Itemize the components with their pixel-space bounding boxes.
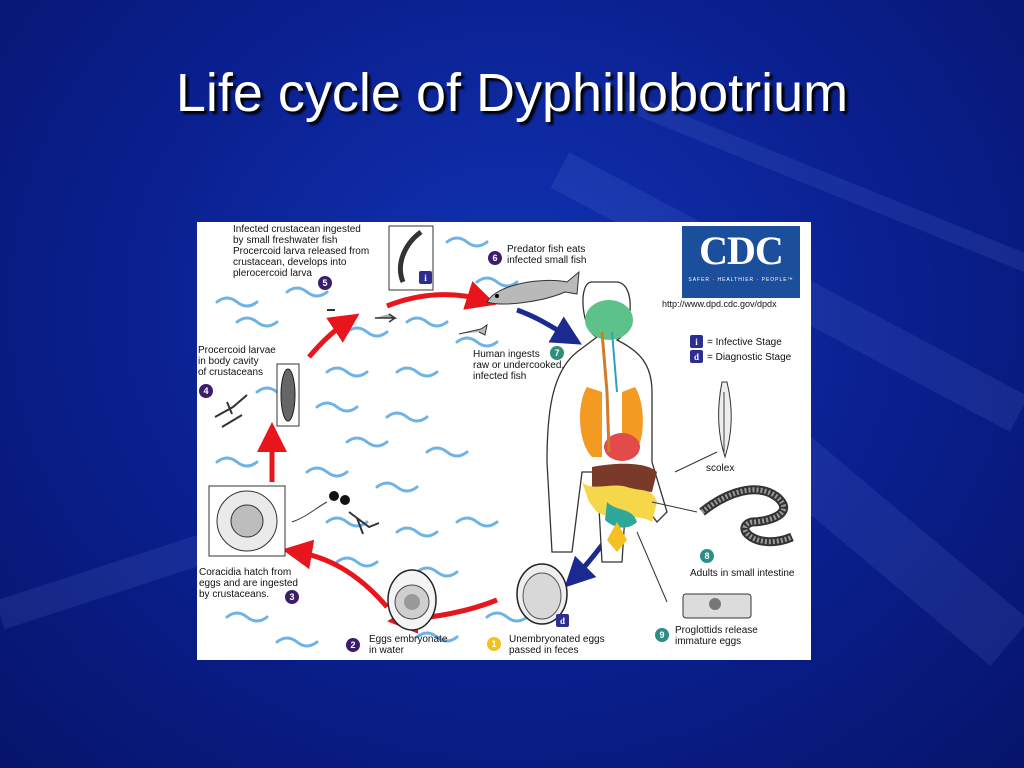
adult-worm — [699, 485, 794, 547]
coracidium-box — [208, 485, 286, 557]
arrow-2-to-3 — [282, 539, 389, 609]
procercoid-box — [276, 363, 300, 427]
stage-2-number: 2 — [346, 638, 360, 652]
slide-title: Life cycle of Dyphillobotrium — [175, 63, 849, 123]
stage-5-label: Infected crustacean ingested by small fr… — [233, 224, 370, 279]
pointer-line — [291, 501, 328, 523]
water-waves — [215, 236, 529, 648]
stage-7-label: Human ingests raw or undercooked, infect… — [473, 349, 565, 382]
stage-8-label: Adults in small intestine — [690, 568, 795, 579]
diagnostic-stage-icon: d — [690, 350, 703, 363]
stage-6-label: Predator fish eats infected small fish — [507, 244, 587, 266]
coracidium-dot — [329, 491, 339, 501]
proglottid-drawing — [682, 593, 752, 619]
stage-4-number: 4 — [199, 384, 213, 398]
stage-9-label: Proglottids release immature eggs — [675, 625, 758, 647]
stage-3-number: 3 — [285, 590, 299, 604]
unembryonated-egg — [516, 563, 568, 625]
source-url[interactable]: http://www.dpd.cdc.gov/dpdx — [662, 299, 777, 309]
proglottid-pointer — [636, 531, 668, 603]
predator-fish — [486, 270, 580, 305]
stage-7-number: 7 — [550, 346, 564, 360]
coracidium-dot — [340, 495, 350, 505]
legend-diagnostic: = Diagnostic Stage — [707, 352, 792, 363]
small-fish-6 — [458, 323, 488, 336]
stage-3-label: Coracidia hatch from eggs and are ingest… — [199, 567, 298, 600]
human-body — [546, 281, 668, 563]
stage-4-label: Procercoid larvae in body cavity of crus… — [198, 345, 276, 378]
legend-infective: = Infective Stage — [707, 337, 782, 348]
crustacean-copepod — [348, 511, 380, 535]
infective-stage-marker: i — [419, 271, 432, 284]
infective-stage-icon: i — [690, 335, 703, 348]
arrow-5-to-6 — [386, 281, 497, 310]
stage-5-number: 5 — [318, 276, 332, 290]
stage-8-number: 8 — [700, 549, 714, 563]
stage-1-number: 1 — [487, 637, 501, 651]
stage-1-label: Unembryonated eggs passed in feces — [509, 634, 605, 656]
stage-6-number: 6 — [488, 251, 502, 265]
life-cycle-diagram: CDC SAFER · HEALTHIER · PEOPLE™ http://w… — [197, 222, 811, 660]
scolex-drawing — [718, 381, 732, 459]
stage-9-number: 9 — [655, 628, 669, 642]
scolex-pointer — [674, 451, 718, 473]
small-fish-5 — [375, 313, 398, 323]
stage-2-label: Eggs embryonate in water — [369, 634, 448, 656]
cycle-arrows — [257, 281, 498, 634]
arrow-6-to-7 — [516, 307, 582, 345]
cdc-logo: CDC SAFER · HEALTHIER · PEOPLE™ — [682, 226, 800, 298]
diagram-graphics — [208, 225, 794, 648]
scolex-label: scolex — [706, 463, 735, 474]
diagnostic-stage-marker: d — [556, 614, 569, 627]
crustacean-copepod-4 — [214, 394, 248, 428]
worm-pointer — [651, 501, 698, 513]
embryonated-egg — [387, 569, 437, 631]
arrow-4-to-5 — [307, 313, 360, 359]
